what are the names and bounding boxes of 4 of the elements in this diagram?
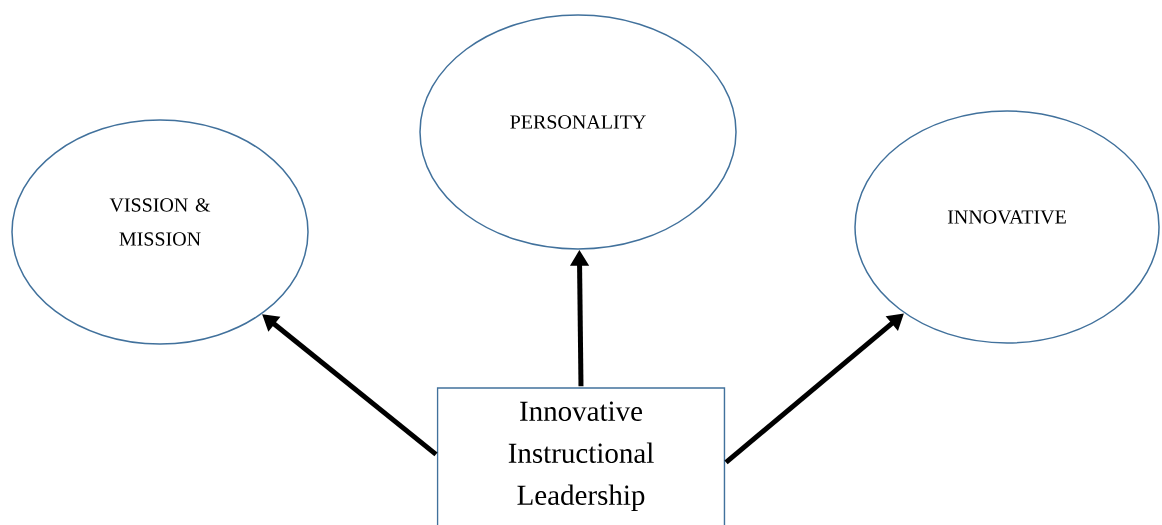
process-box: Innovative Instructional Leadership xyxy=(436,387,726,525)
ellipse-node: INNOVATIVE xyxy=(854,110,1160,344)
ellipse-node: VISSION & MISSION xyxy=(11,119,309,345)
ellipse-node: PERSONALITY xyxy=(419,14,737,250)
